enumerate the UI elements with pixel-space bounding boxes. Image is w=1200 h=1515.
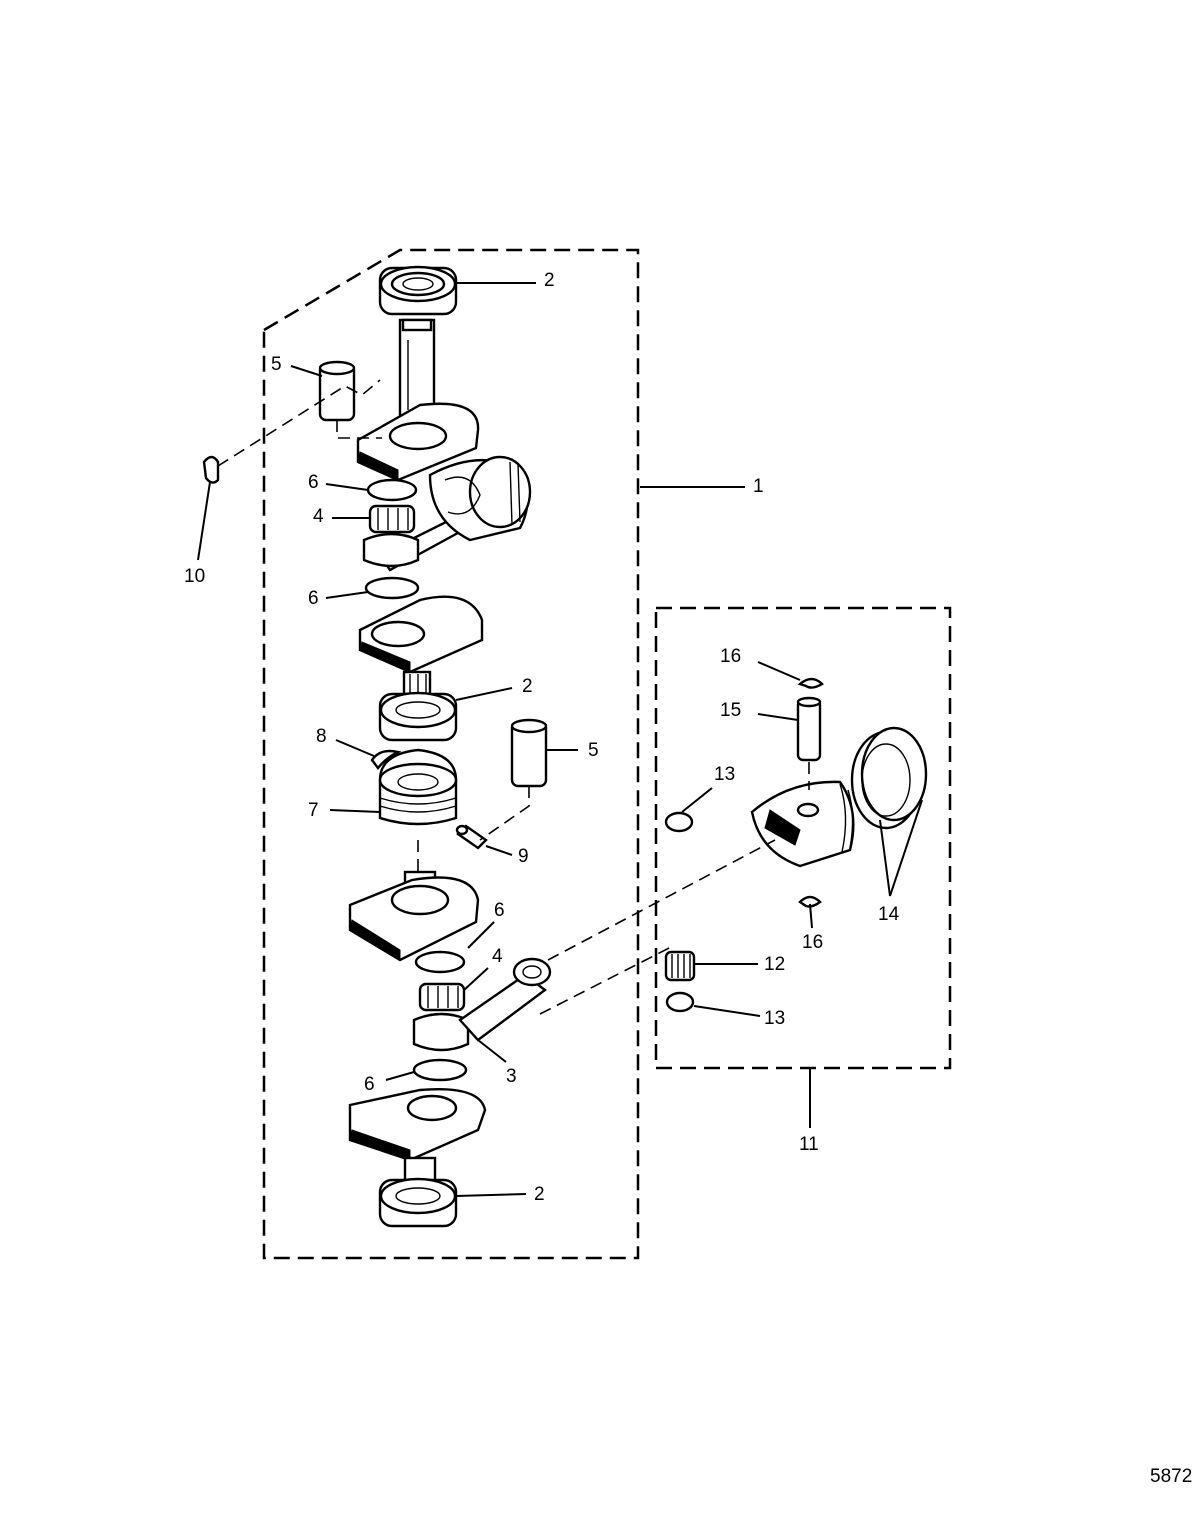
- dowel-pin-9-part: [455, 824, 488, 850]
- callout-13-bottom: 13: [764, 1008, 785, 1029]
- assembly-line-key: [217, 379, 381, 467]
- leader-15: [757, 713, 799, 721]
- leader-6-b: [325, 591, 369, 599]
- piston-part: [750, 780, 855, 868]
- callout-6-a: 6: [308, 472, 319, 493]
- top-counterweight-part: [356, 402, 480, 482]
- leader-14-b: [889, 799, 923, 897]
- callout-6-b: 6: [308, 588, 319, 609]
- lower-rod-bearing-stack-part: [412, 950, 470, 1082]
- callout-2-top: 2: [544, 270, 555, 291]
- callout-2-mid: 2: [522, 676, 533, 697]
- leader-13-top: [681, 787, 713, 813]
- callout-4-bottom: 4: [492, 946, 503, 967]
- leader-13-bottom: [693, 1005, 761, 1017]
- retaining-ring-16-top-part: [797, 677, 824, 689]
- callout-9: 9: [518, 846, 529, 867]
- callout-6-c: 6: [494, 900, 505, 921]
- callout-7: 7: [308, 800, 319, 821]
- leader-10: [197, 481, 211, 561]
- leader-16-top: [757, 661, 801, 681]
- assembly-line-sleeve-mid: [479, 786, 530, 841]
- callout-6-d: 6: [364, 1074, 375, 1095]
- assembly-line-rod-to-piston: [547, 839, 776, 961]
- middle-ball-bearing-part: [378, 670, 458, 742]
- leader-2-mid: [455, 687, 513, 701]
- drawing-number: 5872: [1150, 1466, 1192, 1487]
- callout-1: 1: [753, 476, 764, 497]
- assembly-line-rod-to-bearing: [539, 944, 676, 1015]
- piston-pin-15-part: [796, 696, 822, 762]
- leader-16-bottom: [809, 903, 813, 929]
- leader-7: [329, 809, 381, 813]
- lower-connecting-rod-3-part: [458, 957, 552, 1042]
- leader-8: [335, 739, 375, 757]
- leader-9: [485, 845, 513, 856]
- leader-5-top: [290, 365, 323, 377]
- leader-4-bottom: [463, 967, 489, 991]
- callout-16-bottom: 16: [802, 932, 823, 953]
- needle-bearing-12-part: [664, 950, 696, 982]
- callout-16-top: 16: [720, 646, 741, 667]
- callout-12: 12: [764, 954, 785, 975]
- woodruff-key-10-part: [202, 455, 220, 484]
- leader-3: [477, 1039, 507, 1063]
- top-needle-bearing-sleeve-5-part: [318, 360, 356, 422]
- bottom-counterweight-part: [348, 1088, 487, 1186]
- middle-counterweight-part: [358, 595, 484, 674]
- callout-3: 3: [506, 1066, 517, 1087]
- callout-11: 11: [799, 1134, 819, 1155]
- assembly-line-top-sleeve: [336, 420, 382, 439]
- seal-ring-8-part: [370, 749, 402, 770]
- middle-needle-bearing-sleeve-5-part: [510, 718, 548, 788]
- assembly-1-dashed-boundary: [262, 248, 640, 1260]
- callout-13-top: 13: [714, 764, 735, 785]
- callout-10: 10: [184, 566, 205, 587]
- labyrinth-seal-7-part: [378, 748, 458, 826]
- callout-4-top: 4: [313, 506, 324, 527]
- thrust-washer-13-bottom-part: [665, 991, 695, 1013]
- leader-14-a: [879, 819, 891, 897]
- callout-14: 14: [878, 904, 900, 925]
- thrust-washer-13-top-part: [664, 811, 694, 833]
- leader-2-bottom: [455, 1193, 527, 1197]
- callout-8: 8: [316, 726, 327, 747]
- callout-15: 15: [720, 700, 741, 721]
- leader-6-c: [467, 921, 495, 949]
- callout-2-bottom: 2: [534, 1184, 545, 1205]
- assembly-11-dashed-boundary: [654, 606, 952, 1070]
- bottom-ball-bearing-part: [378, 1177, 458, 1228]
- retaining-ring-16-bottom-part: [798, 895, 822, 908]
- piston-rings-14-part: [850, 726, 928, 830]
- upper-rod-bearing-stack-part: [362, 478, 420, 600]
- leader-6-a: [325, 483, 369, 491]
- callout-5-mid: 5: [588, 740, 599, 761]
- leader-6-d: [385, 1071, 415, 1081]
- top-ball-bearing-part: [378, 265, 458, 316]
- lower-counterweight-part: [348, 870, 480, 962]
- upper-crankshaft-shaft-part: [398, 318, 436, 418]
- callout-5-top: 5: [271, 354, 282, 375]
